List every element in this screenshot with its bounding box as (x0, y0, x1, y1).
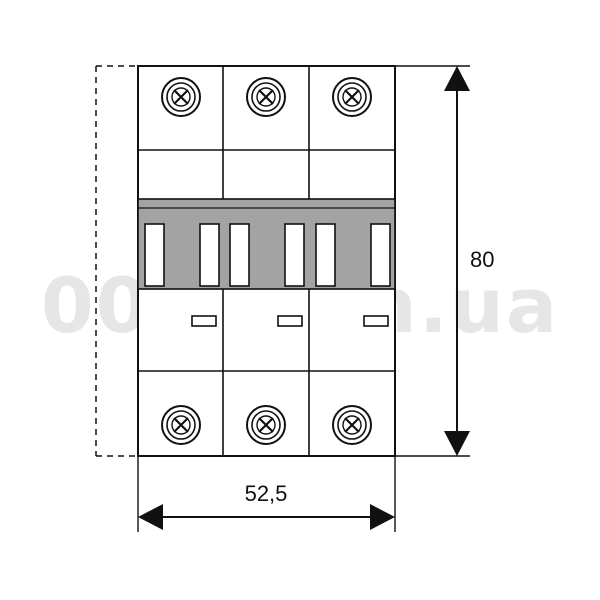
handle-band (137, 198, 396, 290)
screw-terminal-icon (160, 404, 202, 446)
screw-terminal-icon (245, 76, 287, 118)
handle-slot (229, 223, 250, 287)
indicator-window (277, 315, 303, 327)
indicator-window (191, 315, 217, 327)
width-label: 52,5 (245, 481, 288, 506)
height-dimension: 80 (395, 65, 494, 457)
arrowhead-icon (444, 431, 470, 456)
dashed-outline (95, 65, 138, 457)
width-dimension: 52,5 (137, 456, 396, 532)
indicator-window (363, 315, 389, 327)
arrowhead-icon (444, 66, 470, 91)
indicators (191, 315, 389, 327)
handle-slot (144, 223, 165, 287)
handle-slots (144, 223, 391, 287)
arrowhead-icon (370, 504, 395, 530)
arrowhead-icon (138, 504, 163, 530)
handle-slot (370, 223, 391, 287)
circuit-breaker (137, 65, 396, 457)
screw-terminal-icon (331, 76, 373, 118)
handle-slot (315, 223, 336, 287)
screw-terminal-icon (331, 404, 373, 446)
screw-terminal-icon (245, 404, 287, 446)
handle-slot (284, 223, 305, 287)
handle-slot (199, 223, 220, 287)
screw-terminal-icon (160, 76, 202, 118)
height-label: 80 (470, 247, 494, 272)
